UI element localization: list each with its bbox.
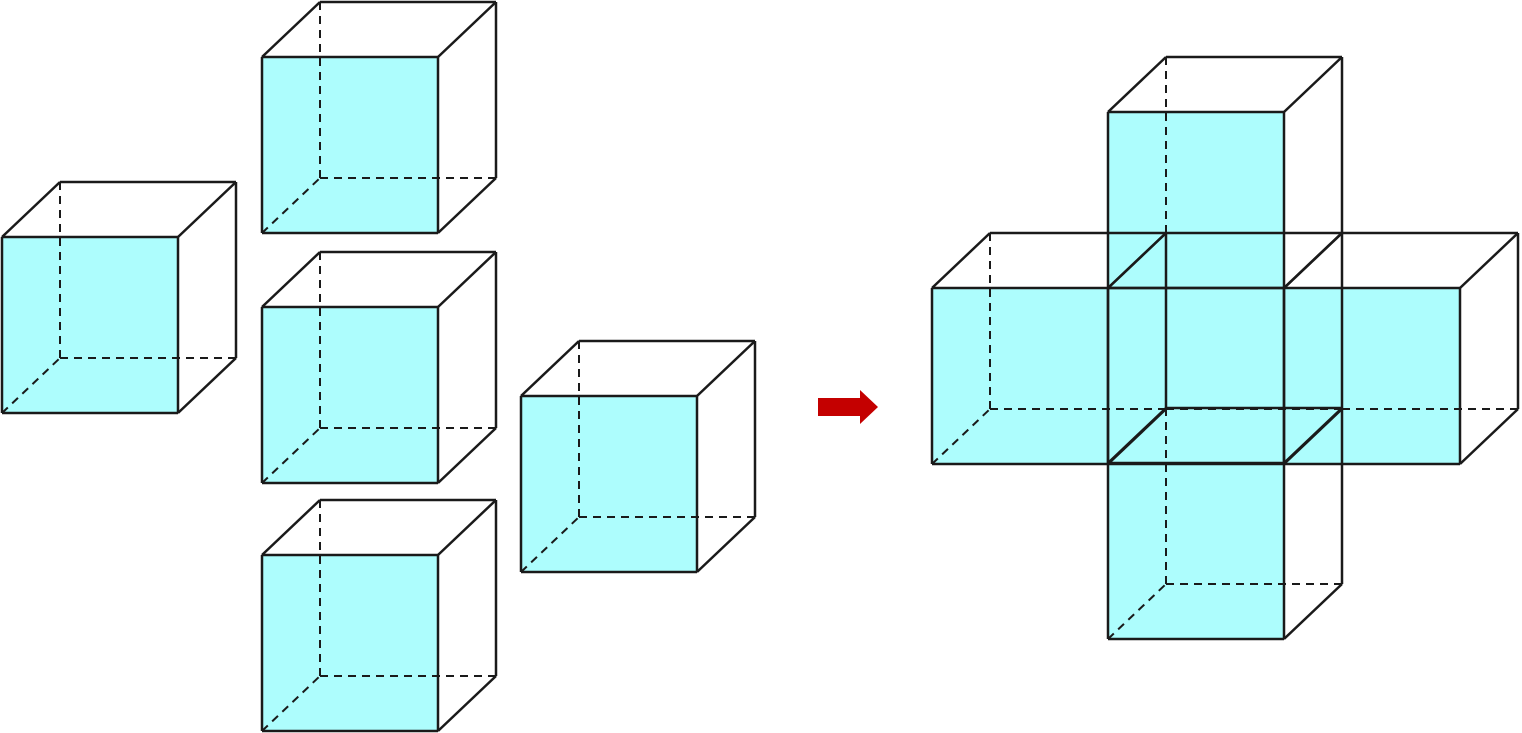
assembled-cube-5-front-face (1108, 463, 1284, 639)
assembled-cube-2-front-face (932, 288, 1108, 464)
separate-cubes-group (0, 0, 757, 733)
assembled-cross-group (930, 55, 1520, 641)
cube-edge (520, 340, 580, 397)
cube-edge (1459, 232, 1519, 289)
cube-edge (177, 181, 237, 238)
cube-edge (1283, 407, 1343, 464)
cube-edge (1107, 407, 1167, 464)
cube-edge (437, 499, 497, 556)
separate-cube-2-front-face (262, 57, 438, 233)
cube-edge (437, 177, 497, 234)
separate-cube-1 (0, 180, 238, 415)
cube-edge (696, 340, 756, 397)
separate-cube-2 (260, 0, 498, 235)
cube-edge (177, 357, 237, 414)
cube-edge (1283, 56, 1343, 113)
cube-edge (1459, 408, 1519, 465)
cube-edge (696, 516, 756, 573)
separate-cube-3-front-face (262, 307, 438, 483)
separate-cube-1-front-face (2, 237, 178, 413)
separate-cube-4-front-face (262, 555, 438, 731)
cube-edge (1107, 232, 1167, 289)
assembled-cube-4 (1282, 231, 1520, 466)
cube-edge (261, 499, 321, 556)
cube-edge (437, 251, 497, 308)
cube-edge (1, 181, 61, 238)
assembled-cube-5 (1106, 406, 1344, 641)
cube-edge (1283, 583, 1343, 640)
cube-edge (437, 675, 497, 732)
separate-cube-4 (260, 498, 498, 733)
cube-edge (261, 1, 321, 58)
cube-edge (1283, 232, 1343, 289)
cube-edge (1107, 56, 1167, 113)
separate-cube-5 (519, 339, 757, 574)
separate-cube-3 (260, 250, 498, 485)
cube-edge (437, 1, 497, 58)
cube-edge (437, 427, 497, 484)
separate-cube-5-front-face (521, 396, 697, 572)
cube-edge (931, 232, 991, 289)
cube-edge (261, 251, 321, 308)
right-arrow-icon (818, 390, 878, 424)
